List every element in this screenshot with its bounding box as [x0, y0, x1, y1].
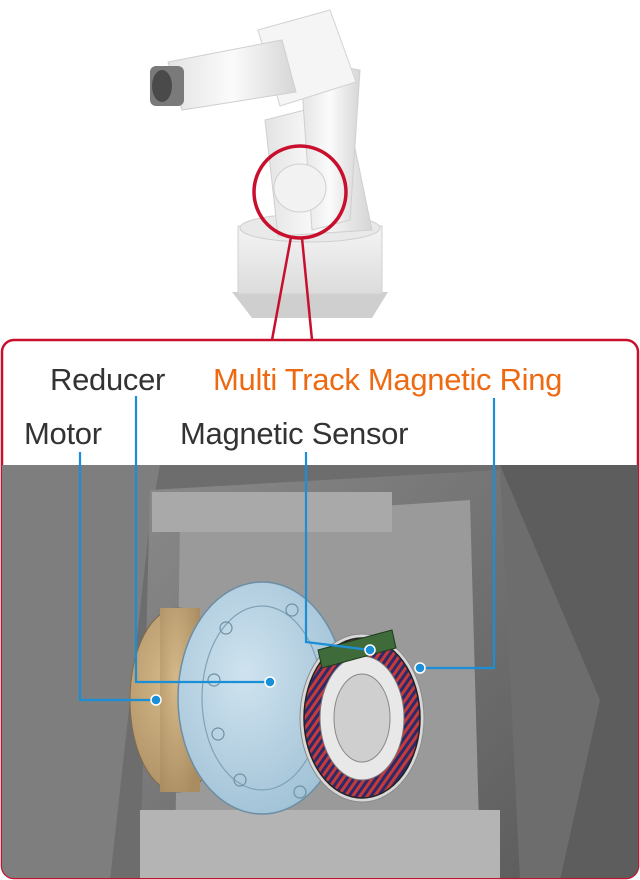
label-motor: Motor — [24, 416, 102, 451]
leader-endpoints — [150, 644, 426, 706]
leader-motor — [78, 452, 156, 702]
leader-magnetic-sensor — [304, 452, 371, 652]
label-multi-track-magnetic-ring: Multi Track Magnetic Ring — [213, 362, 563, 397]
label-magnetic-sensor: Magnetic Sensor — [180, 416, 409, 451]
leader-lines — [78, 396, 496, 702]
leader-dot-motor — [150, 694, 162, 706]
robot-arm-illustration — [150, 9, 388, 318]
leader-reducer — [134, 396, 270, 684]
label-reducer: Reducer — [50, 362, 166, 397]
leader-dot-reducer — [264, 676, 276, 688]
detail-panel — [0, 338, 640, 880]
joint-cutaway-illustration — [2, 465, 638, 878]
leader-dot-magnetic-ring — [414, 662, 426, 674]
leader-magnetic-ring — [420, 398, 496, 670]
detail-callout-circle — [252, 144, 348, 341]
leader-dot-magnetic-sensor — [364, 644, 376, 656]
